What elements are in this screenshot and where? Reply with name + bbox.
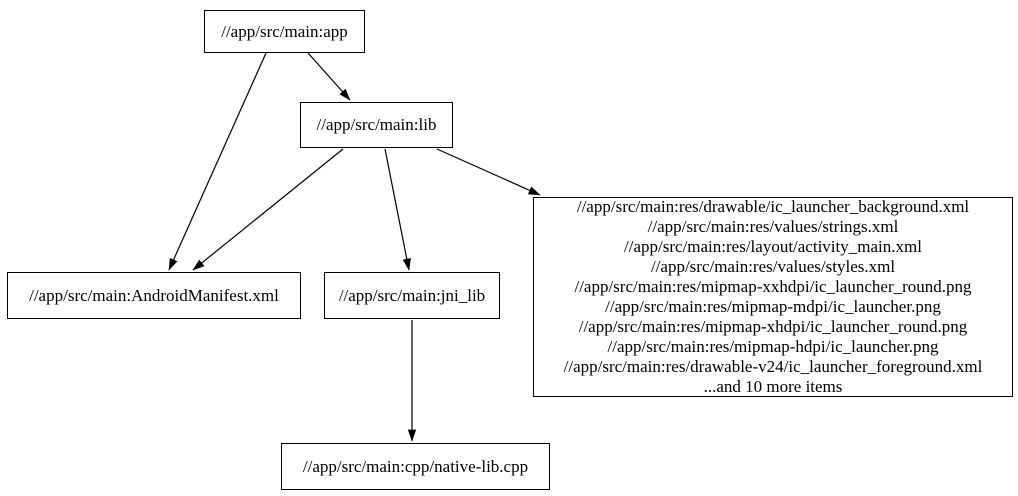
node-resources-line: //app/src/main:res/values/strings.xml [647, 217, 899, 236]
node-lib: //app/src/main:lib [300, 102, 453, 148]
node-jni-lib: //app/src/main:jni_lib [324, 272, 500, 319]
node-resources-line: //app/src/main:res/mipmap-hdpi/ic_launch… [607, 337, 939, 356]
edge-app-to-android-manifest [168, 52, 267, 271]
node-resources-line: //app/src/main:res/drawable-v24/ic_launc… [563, 357, 983, 376]
node-resources-more-items: ...and 10 more items [703, 377, 843, 396]
node-resources-line: //app/src/main:res/layout/activity_main.… [624, 237, 922, 256]
edge-lib-to-jni-lib [384, 148, 411, 271]
node-resources-line: //app/src/main:res/mipmap-xhdpi/ic_launc… [578, 317, 968, 336]
node-jni-lib-label: //app/src/main:jni_lib [338, 285, 486, 305]
edge-app-to-lib [307, 52, 351, 101]
node-resources-line: //app/src/main:res/values/styles.xml [650, 257, 896, 276]
node-resources-line: //app/src/main:res/drawable/ic_launcher_… [576, 197, 970, 216]
node-resources-line: //app/src/main:res/mipmap-xxhdpi/ic_laun… [574, 277, 972, 296]
node-native-lib-label: //app/src/main:cpp/native-lib.cpp [302, 456, 529, 476]
node-android-manifest-label: //app/src/main:AndroidManifest.xml [29, 285, 279, 305]
node-lib-label: //app/src/main:lib [316, 115, 437, 134]
node-app-label: //app/src/main:app [221, 21, 348, 41]
node-android-manifest: //app/src/main:AndroidManifest.xml [7, 272, 301, 319]
edge-lib-to-android-manifest [192, 148, 344, 271]
node-app: //app/src/main:app [204, 10, 365, 53]
edge-lib-to-resources [436, 148, 541, 196]
node-native-lib: //app/src/main:cpp/native-lib.cpp [281, 443, 550, 490]
node-resources-line: //app/src/main:res/mipmap-mdpi/ic_launch… [605, 297, 941, 316]
node-resources: //app/src/main:res/drawable/ic_launcher_… [533, 197, 1013, 397]
